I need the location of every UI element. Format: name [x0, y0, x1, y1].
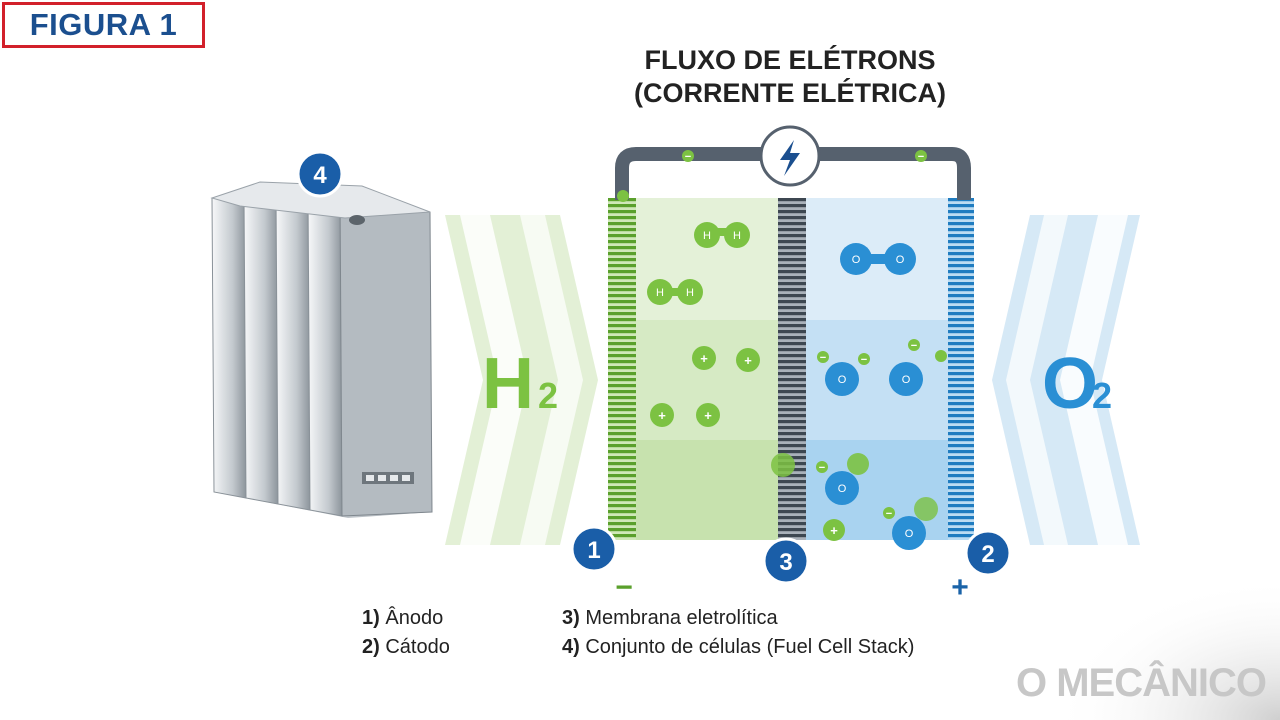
marker-anode: 1 — [570, 525, 618, 573]
svg-text:2: 2 — [981, 541, 994, 568]
o2-subscript: 2 — [1092, 375, 1112, 416]
h2-inflow-arrows — [445, 215, 598, 545]
hydrogen-ions: + + + + + — [650, 346, 845, 541]
lightning-icon — [780, 140, 800, 176]
svg-text:4: 4 — [313, 162, 327, 189]
legend-text: Cátodo — [385, 636, 450, 658]
atom-label: O — [838, 483, 847, 495]
h2-label: H — [482, 344, 534, 424]
atom-label: H — [703, 230, 711, 242]
legend-item-anode: 1) Ânodo — [362, 607, 443, 630]
atom-label: O — [838, 374, 847, 386]
electron-sign: − — [918, 151, 924, 163]
cathode-electrode — [948, 198, 974, 540]
electrolyte-membrane — [778, 198, 806, 540]
atom-label: O — [905, 528, 914, 540]
atom-label: O — [852, 254, 861, 266]
legend-item-membrane: 3) Membrana eletrolítica — [562, 607, 778, 630]
legend-num: 2) — [362, 636, 380, 658]
h2-molecule: H H — [694, 222, 750, 248]
electron-sign: − — [685, 151, 691, 163]
svg-text:3: 3 — [779, 549, 792, 576]
legend-num: 4) — [562, 636, 580, 658]
legend-item-cathode: 2) Cátodo — [362, 636, 450, 659]
atom-label: H — [656, 287, 664, 299]
legend-text: Ânodo — [385, 607, 444, 629]
electron-sign: − — [911, 340, 917, 352]
electron-sign: − — [861, 354, 867, 366]
marker-stack: 4 — [296, 150, 344, 198]
marker-membrane: 3 — [762, 537, 810, 585]
ion-sign: + — [658, 408, 666, 423]
marker-cathode: 2 — [964, 529, 1012, 577]
o2-molecule: O O — [840, 243, 916, 275]
ion-sign: + — [744, 353, 752, 368]
anode-chamber — [636, 198, 778, 540]
o2-inflow-arrows — [992, 215, 1140, 545]
anode-electrode — [608, 198, 636, 540]
figure-label: FIGURA 1 — [2, 2, 205, 48]
atom-label: H — [733, 230, 741, 242]
atom-label: O — [896, 254, 905, 266]
ion-sign: + — [830, 523, 838, 538]
positive-sign: + — [951, 571, 969, 604]
ion-sign: + — [700, 351, 708, 366]
negative-sign: − — [615, 571, 633, 604]
watermark-logo: O MECÂNICO — [1016, 661, 1267, 705]
electron-sign: − — [819, 462, 825, 474]
atom-label: H — [686, 287, 694, 299]
oxygen-ions: O O O O — [825, 362, 926, 550]
electron-sign: − — [820, 352, 826, 364]
atom-label: O — [902, 374, 911, 386]
h2-subscript: 2 — [538, 375, 558, 416]
svg-text:1: 1 — [587, 537, 600, 564]
legend-text: Membrana eletrolítica — [585, 607, 778, 629]
fuel-cell-stack-image — [176, 181, 446, 563]
diagram-title: FLUXO DE ELÉTRONS (CORRENTE ELÉTRICA) — [634, 45, 946, 108]
o2-label: O — [1042, 344, 1098, 424]
legend-num: 1) — [362, 607, 380, 629]
ion-sign: + — [704, 408, 712, 423]
h2-molecule: H H — [647, 279, 703, 305]
oxygen-electrons: − − − − − — [816, 339, 947, 521]
legend-item-stack: 4) Conjunto de células (Fuel Cell Stack) — [562, 636, 914, 659]
legend-text: Conjunto de células (Fuel Cell Stack) — [585, 636, 915, 658]
legend-num: 3) — [562, 607, 580, 629]
wire-electrons: − − — [617, 150, 927, 202]
electron-sign: − — [886, 508, 892, 520]
